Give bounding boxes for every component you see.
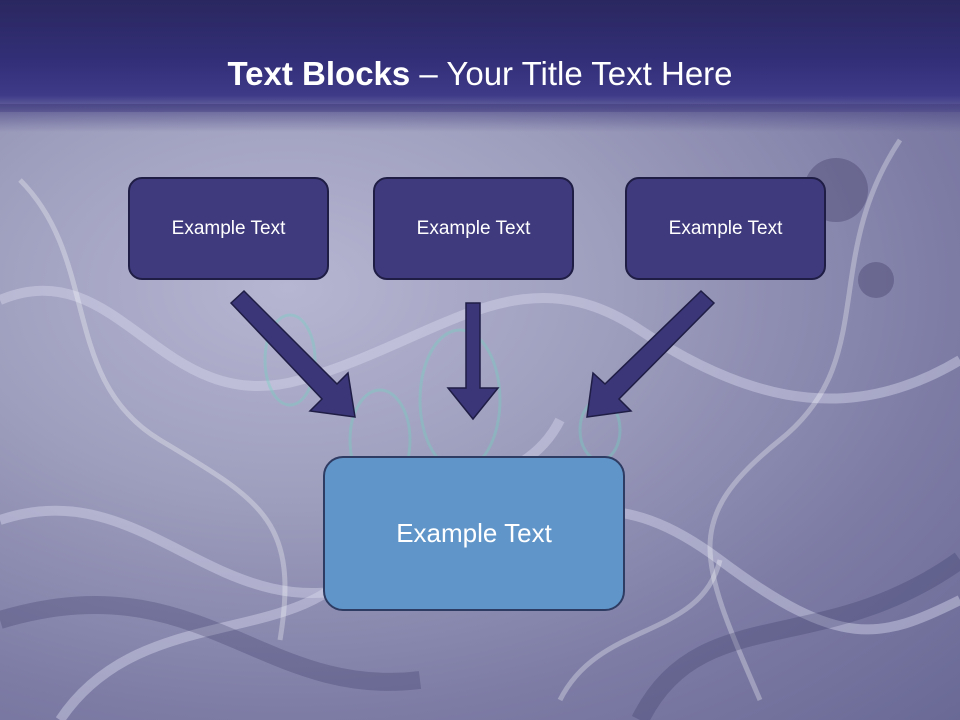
text-block-3-label: Example Text xyxy=(668,217,783,239)
text-block-2[interactable]: Example Text xyxy=(373,177,574,280)
title-bold: Text Blocks xyxy=(227,55,411,92)
text-block-2-label: Example Text xyxy=(416,217,531,239)
arrow-right-diagonal xyxy=(586,289,716,418)
title-rest: Your Title Text Here xyxy=(446,55,733,92)
text-block-3[interactable]: Example Text xyxy=(625,177,826,280)
title-separator: – xyxy=(410,55,447,92)
text-block-1-label: Example Text xyxy=(171,217,286,239)
target-text-block[interactable]: Example Text xyxy=(323,456,625,611)
title-bar-fade xyxy=(0,104,960,132)
slide-title: Text Blocks – Your Title Text Here xyxy=(0,52,960,96)
arrow-center-down xyxy=(446,302,500,421)
title-bar xyxy=(0,0,960,112)
target-text-block-label: Example Text xyxy=(396,518,552,548)
arrow-left-diagonal xyxy=(229,289,356,418)
text-block-1[interactable]: Example Text xyxy=(128,177,329,280)
